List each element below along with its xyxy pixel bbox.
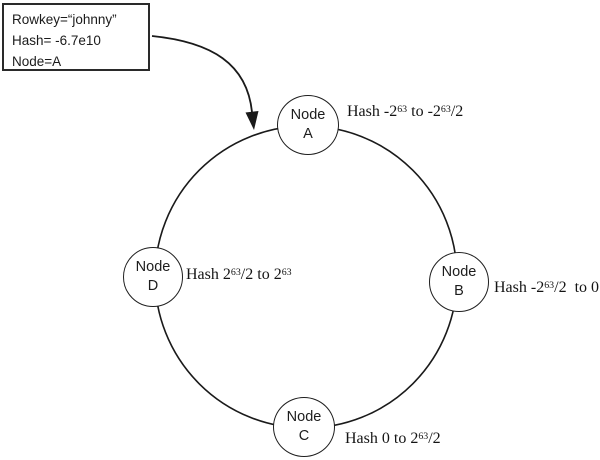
callout-hash-text: Hash= -6.7e10 — [12, 33, 101, 48]
hash-range-label-d: Hash 263/2 to 263 — [186, 266, 292, 283]
node-b-circle: Node B — [429, 252, 489, 312]
node-d-label-letter: D — [147, 278, 159, 294]
node-b-label-word: Node — [441, 264, 477, 280]
callout-rowkey-text: Rowkey=“johnny” — [12, 12, 117, 27]
node-c-label-word: Node — [286, 409, 322, 425]
node-c-label-letter: C — [298, 428, 310, 444]
callout-box: Rowkey=“johnny” Hash= -6.7e10 Node=A — [2, 3, 150, 71]
node-a-label-letter: A — [303, 126, 313, 142]
callout-arrow-line — [151, 35, 253, 113]
callout-node-text: Node=A — [12, 54, 62, 69]
node-b-label-letter: B — [454, 283, 464, 299]
hash-range-label-c: Hash 0 to 263/2 — [345, 430, 441, 447]
hash-range-label-b: Hash -263/2 to 0 — [494, 279, 600, 296]
node-d-circle: Node D — [123, 247, 183, 307]
node-d-label-word: Node — [135, 259, 171, 275]
hash-range-label-a: Hash -263 to -263/2 — [347, 103, 464, 120]
callout-arrowhead-icon — [245, 111, 259, 130]
node-c-circle: Node C — [273, 397, 335, 457]
node-a-circle: Node A — [277, 95, 339, 155]
node-a-label-word: Node — [290, 107, 326, 123]
